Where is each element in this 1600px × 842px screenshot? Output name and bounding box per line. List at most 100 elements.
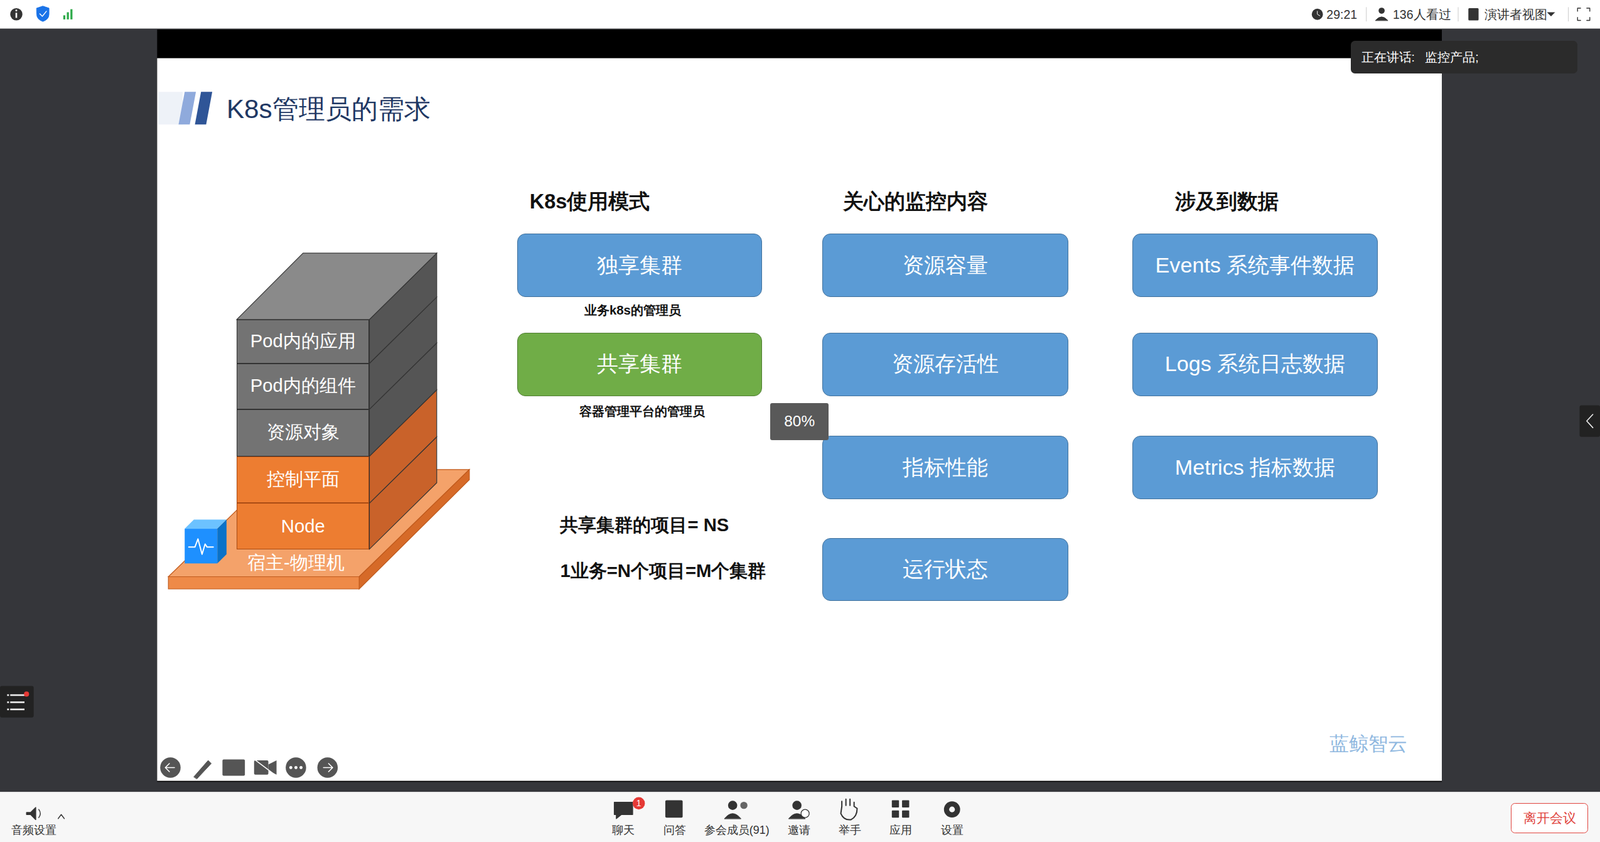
info-icon-bar xyxy=(15,12,18,18)
shield-icon xyxy=(37,6,50,22)
process-box: 指标性能 xyxy=(822,435,1069,500)
node-text: 控制平面 xyxy=(266,467,340,493)
slide-control-button xyxy=(317,757,339,778)
separator xyxy=(1365,6,1367,22)
process-box: 独享集群 xyxy=(517,233,763,297)
column-header: K8s使用模式 xyxy=(529,188,651,216)
camera-off-icon xyxy=(254,760,269,775)
process-box: 资源存活性 xyxy=(822,332,1069,397)
list-line xyxy=(10,701,25,704)
process-box: 运行状态 xyxy=(822,537,1069,602)
node-text: Pod内的组件 xyxy=(250,373,356,399)
zoom-tooltip: 80% xyxy=(770,402,829,441)
slide xyxy=(156,58,1442,781)
side-panel-button xyxy=(0,685,34,717)
monitor-icon-front xyxy=(184,528,218,564)
toolbar-label: 聊天 xyxy=(612,822,635,838)
side-tab-chevron xyxy=(1586,414,1594,428)
members-icon-body xyxy=(724,813,741,819)
signal-bar xyxy=(63,15,66,20)
node-text: 资源存活性 xyxy=(891,349,999,379)
node-text: 正在讲话: xyxy=(1361,48,1415,66)
stack-layer: Pod内的应用 xyxy=(236,319,370,364)
monitor-icon-side xyxy=(217,519,227,564)
top-bar xyxy=(0,0,1600,29)
stack-layer: 控制平面 xyxy=(236,456,370,504)
people-icon-body xyxy=(1375,16,1388,21)
slide-frame xyxy=(156,29,1442,782)
box-caption: 容器管理平台的管理员 xyxy=(579,402,705,420)
clock-icon xyxy=(1311,8,1324,21)
app-icon-square xyxy=(891,800,899,808)
viewer-count: 136人看过 xyxy=(1392,5,1452,23)
separator xyxy=(1567,6,1569,22)
slide-title: K8s管理员的需求 xyxy=(226,91,431,128)
toolbar-label: 应用 xyxy=(889,822,913,838)
info-icon xyxy=(10,8,23,21)
caption-icon xyxy=(222,758,245,776)
title-bar-light xyxy=(178,91,196,125)
invite-icon xyxy=(792,800,802,810)
separator xyxy=(1458,6,1459,22)
toolbar-label: 音频设置 xyxy=(11,822,57,838)
node-text: 运行状态 xyxy=(902,554,988,584)
slide-control-button xyxy=(285,757,307,778)
speaker-wave xyxy=(38,809,41,818)
speaker-panel: 正在讲话: 监控产品; xyxy=(1350,40,1578,74)
toolbar-label: 参会成员(91) xyxy=(704,822,770,838)
stack-layer: 资源对象 xyxy=(236,409,370,457)
settings-icon xyxy=(944,802,960,817)
app-icon-square xyxy=(891,810,899,818)
dropdown-arrow xyxy=(1546,12,1555,17)
process-box: Metrics 指标数据 xyxy=(1132,435,1378,500)
node-text: 独享集群 xyxy=(596,251,683,280)
note: 共享集群的项目= NS xyxy=(559,512,729,538)
qa-icon xyxy=(665,800,683,818)
speaker-icon xyxy=(26,807,36,820)
members-icon-2 xyxy=(740,801,747,809)
process-box: 资源容量 xyxy=(822,233,1069,297)
settings-icon-hole xyxy=(949,806,955,813)
column-header: 涉及到数据 xyxy=(1175,188,1279,216)
toolbar-label: 问答 xyxy=(663,822,687,838)
base-layer: 宿主-物理机 xyxy=(219,549,373,577)
node-text: 监控产品; xyxy=(1424,48,1479,66)
chat-icon xyxy=(614,802,633,819)
column-header: 关心的监控内容 xyxy=(842,188,988,216)
list-line xyxy=(10,708,25,711)
camera-off-slash xyxy=(252,758,278,777)
title-bar-dark xyxy=(194,91,213,125)
more-dot xyxy=(289,765,293,769)
app-icon-square xyxy=(902,800,909,808)
title-band xyxy=(158,91,183,125)
pen-icon xyxy=(193,760,212,779)
list-line xyxy=(10,694,25,697)
list-dot xyxy=(6,701,9,704)
people-icon xyxy=(1378,7,1385,14)
note: 1业务=N个项目=M个集群 xyxy=(559,558,766,584)
invite-plus-ground xyxy=(800,809,810,818)
app-icon-square xyxy=(902,810,909,818)
more-dot xyxy=(294,765,298,769)
view-mode: 演讲者视图 xyxy=(1484,5,1548,23)
toolbar-label: 举手 xyxy=(838,822,862,838)
toolbar-label: 设置 xyxy=(940,822,964,838)
prev-arrow xyxy=(165,763,175,772)
watermark-logo: 蓝鲸智云 xyxy=(1329,730,1408,758)
stack-layer: Pod内的组件 xyxy=(236,363,370,410)
toolbar-label: 邀请 xyxy=(787,822,811,838)
node-text: 80% xyxy=(783,412,815,430)
node-text: Events 系统事件数据 xyxy=(1155,251,1356,280)
node-text: 资源容量 xyxy=(902,251,988,280)
stack-layer: Node xyxy=(236,502,370,549)
node-text: Pod内的应用 xyxy=(250,328,356,355)
list-dot xyxy=(6,694,9,697)
hand-icon xyxy=(841,799,858,820)
expand-arrow xyxy=(58,814,65,819)
node-text: 资源对象 xyxy=(266,419,340,446)
node-text: Logs 系统日志数据 xyxy=(1165,349,1346,379)
signal-bar xyxy=(66,12,69,20)
info-icon-dot xyxy=(15,9,18,12)
node-text: 宿主-物理机 xyxy=(247,550,345,576)
